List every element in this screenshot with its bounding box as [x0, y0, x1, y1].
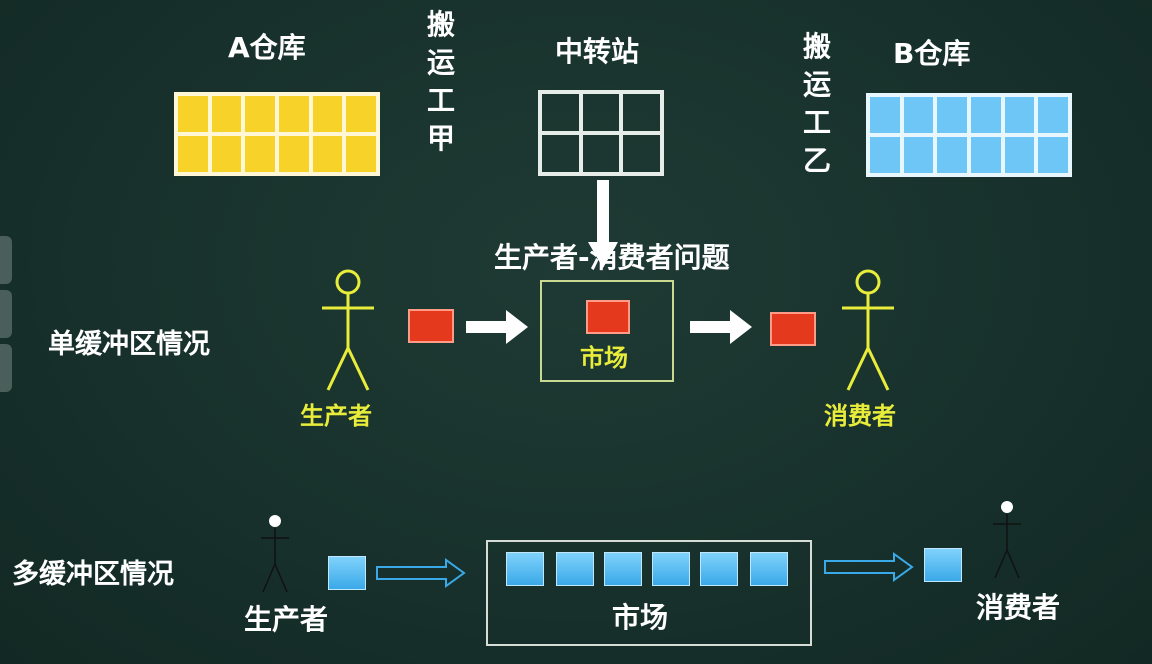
- producer-label: 生产者: [300, 402, 372, 430]
- multi-market-label: 市场: [612, 601, 669, 634]
- side-tab[interactable]: [0, 236, 12, 284]
- warehouse-b-grid: [866, 93, 1072, 177]
- hollow-right-arrow-icon: [824, 552, 914, 582]
- buffer-slot: [604, 552, 642, 586]
- product-block: [408, 309, 454, 343]
- diagram-title: 生产者-消费者问题: [494, 241, 730, 274]
- transfer-station-label: 中转站: [555, 35, 640, 68]
- warehouse-a-grid: [174, 92, 380, 176]
- producer-figure-icon: [322, 269, 374, 391]
- product-block: [328, 556, 366, 590]
- hollow-right-arrow-icon: [376, 558, 466, 588]
- product-block: [770, 312, 816, 346]
- transfer-station-grid: [538, 90, 664, 176]
- single-market-label: 市场: [580, 344, 628, 372]
- single-buffer-label: 单缓冲区情况: [48, 329, 210, 360]
- multi-consumer-label: 消费者: [976, 591, 1061, 624]
- consumer-figure-icon: [993, 501, 1021, 579]
- product-block: [924, 548, 962, 582]
- multi-buffer-label: 多缓冲区情况: [12, 559, 174, 590]
- buffer-slot: [750, 552, 788, 586]
- multi-market-box: 市场: [486, 540, 812, 646]
- buffer-slot: [700, 552, 738, 586]
- down-arrow-icon: [588, 180, 618, 268]
- consumer-figure-icon: [842, 269, 894, 391]
- product-block: [586, 300, 630, 334]
- right-arrow-icon: [466, 310, 528, 344]
- right-arrow-icon: [690, 310, 752, 344]
- multi-producer-label: 生产者: [244, 603, 329, 636]
- warehouse-a-label: A仓库: [228, 31, 306, 64]
- porter-a-label: 搬运工甲: [426, 8, 455, 155]
- porter-b-label: 搬运工乙: [802, 30, 831, 177]
- buffer-slot: [652, 552, 690, 586]
- buffer-slot: [506, 552, 544, 586]
- side-tab[interactable]: [0, 290, 12, 338]
- producer-figure-icon: [261, 515, 289, 593]
- consumer-label: 消费者: [824, 402, 896, 430]
- single-market-box: 市场: [540, 280, 674, 382]
- buffer-slot: [556, 552, 594, 586]
- side-tab[interactable]: [0, 344, 12, 392]
- warehouse-b-label: B仓库: [893, 37, 971, 70]
